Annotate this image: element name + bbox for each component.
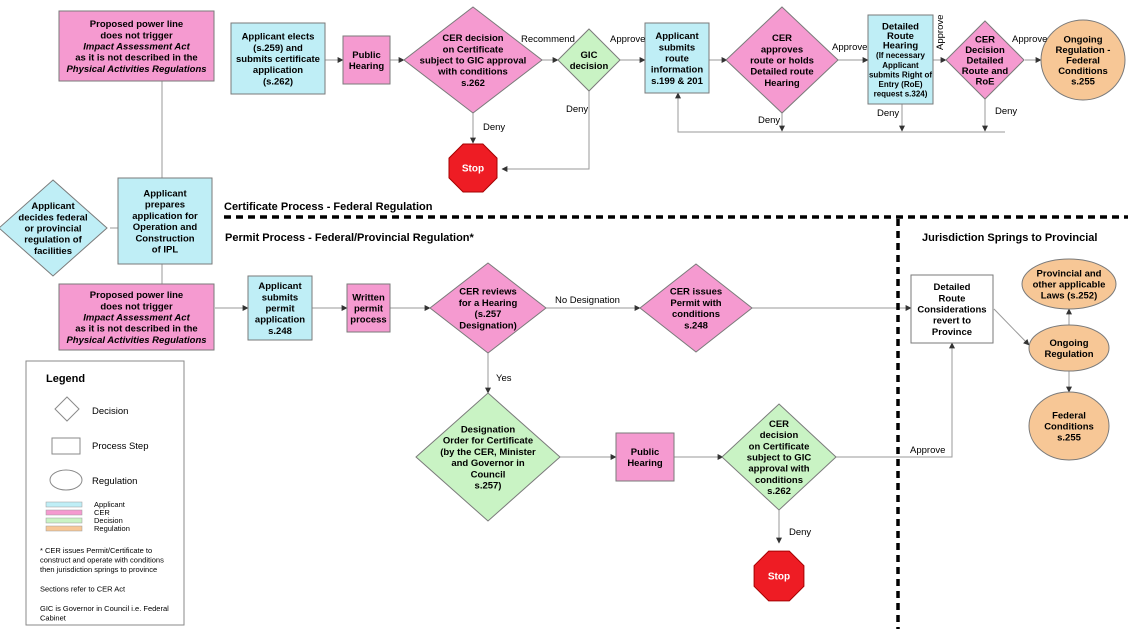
edge-gic-deny [501,91,590,172]
label-approve-bottom: Approve [910,445,945,456]
legend-swatch-regulation [45,525,83,532]
label-deny-cer-top: Deny [483,122,505,133]
edge-approve-to-province [836,342,955,458]
legend-box [25,360,185,626]
label-yes: Yes [496,373,512,384]
legend-swatch-cer [45,509,83,516]
label-approve-gic: Approve [610,34,645,45]
legend-swatch-applicant [45,501,83,508]
legend-regulation-shape [49,469,83,491]
section-dividers [224,215,1128,629]
stop-sign-bottom: Stop [753,550,805,602]
stop-sign-top: Stop [448,143,498,193]
legend-key-cer: CER [94,508,110,517]
legend-regulation-label: Regulation [92,476,137,487]
legend-key-decision: Decision [94,516,123,525]
section-title-permit: Permit Process - Federal/Provincial Regu… [225,232,475,244]
svg-text:Stop: Stop [462,164,484,175]
legend-process-label: Process Step [92,441,149,452]
section-title-jurisdiction: Jurisdiction Springs to Provincial [922,232,1097,244]
label-deny-bottom: Deny [789,527,811,538]
edge-considerations-to-ongoing [993,308,1030,346]
label-deny-hearing: Deny [877,108,899,119]
label-deny-roe: Deny [995,106,1017,117]
legend-decision-label: Decision [92,406,128,417]
label-deny-route: Deny [758,115,780,126]
legend-note-2: Sections refer to CER Act [40,585,126,594]
connector-lines [110,57,1072,544]
legend-title: Legend [46,373,85,385]
label-approve-roe: Approve [1012,34,1047,45]
legend-decision-shape [54,396,80,422]
label-approve-route: Approve [832,42,867,53]
label-recommend: Recommend [521,34,575,45]
section-title-certificate: Certificate Process - Federal Regulation [224,201,433,213]
legend-key-applicant: Applicant [94,500,126,509]
label-deny-gic: Deny [566,104,588,115]
label-approve-vertical: Approve [935,15,946,50]
label-no-designation: No Designation [555,295,620,306]
edge-feedback-to-route [675,92,1005,133]
legend-key-regulation: Regulation [94,524,130,533]
legend-swatch-decision [45,517,83,524]
svg-text:Stop: Stop [768,572,790,583]
legend-process-shape [51,437,81,455]
